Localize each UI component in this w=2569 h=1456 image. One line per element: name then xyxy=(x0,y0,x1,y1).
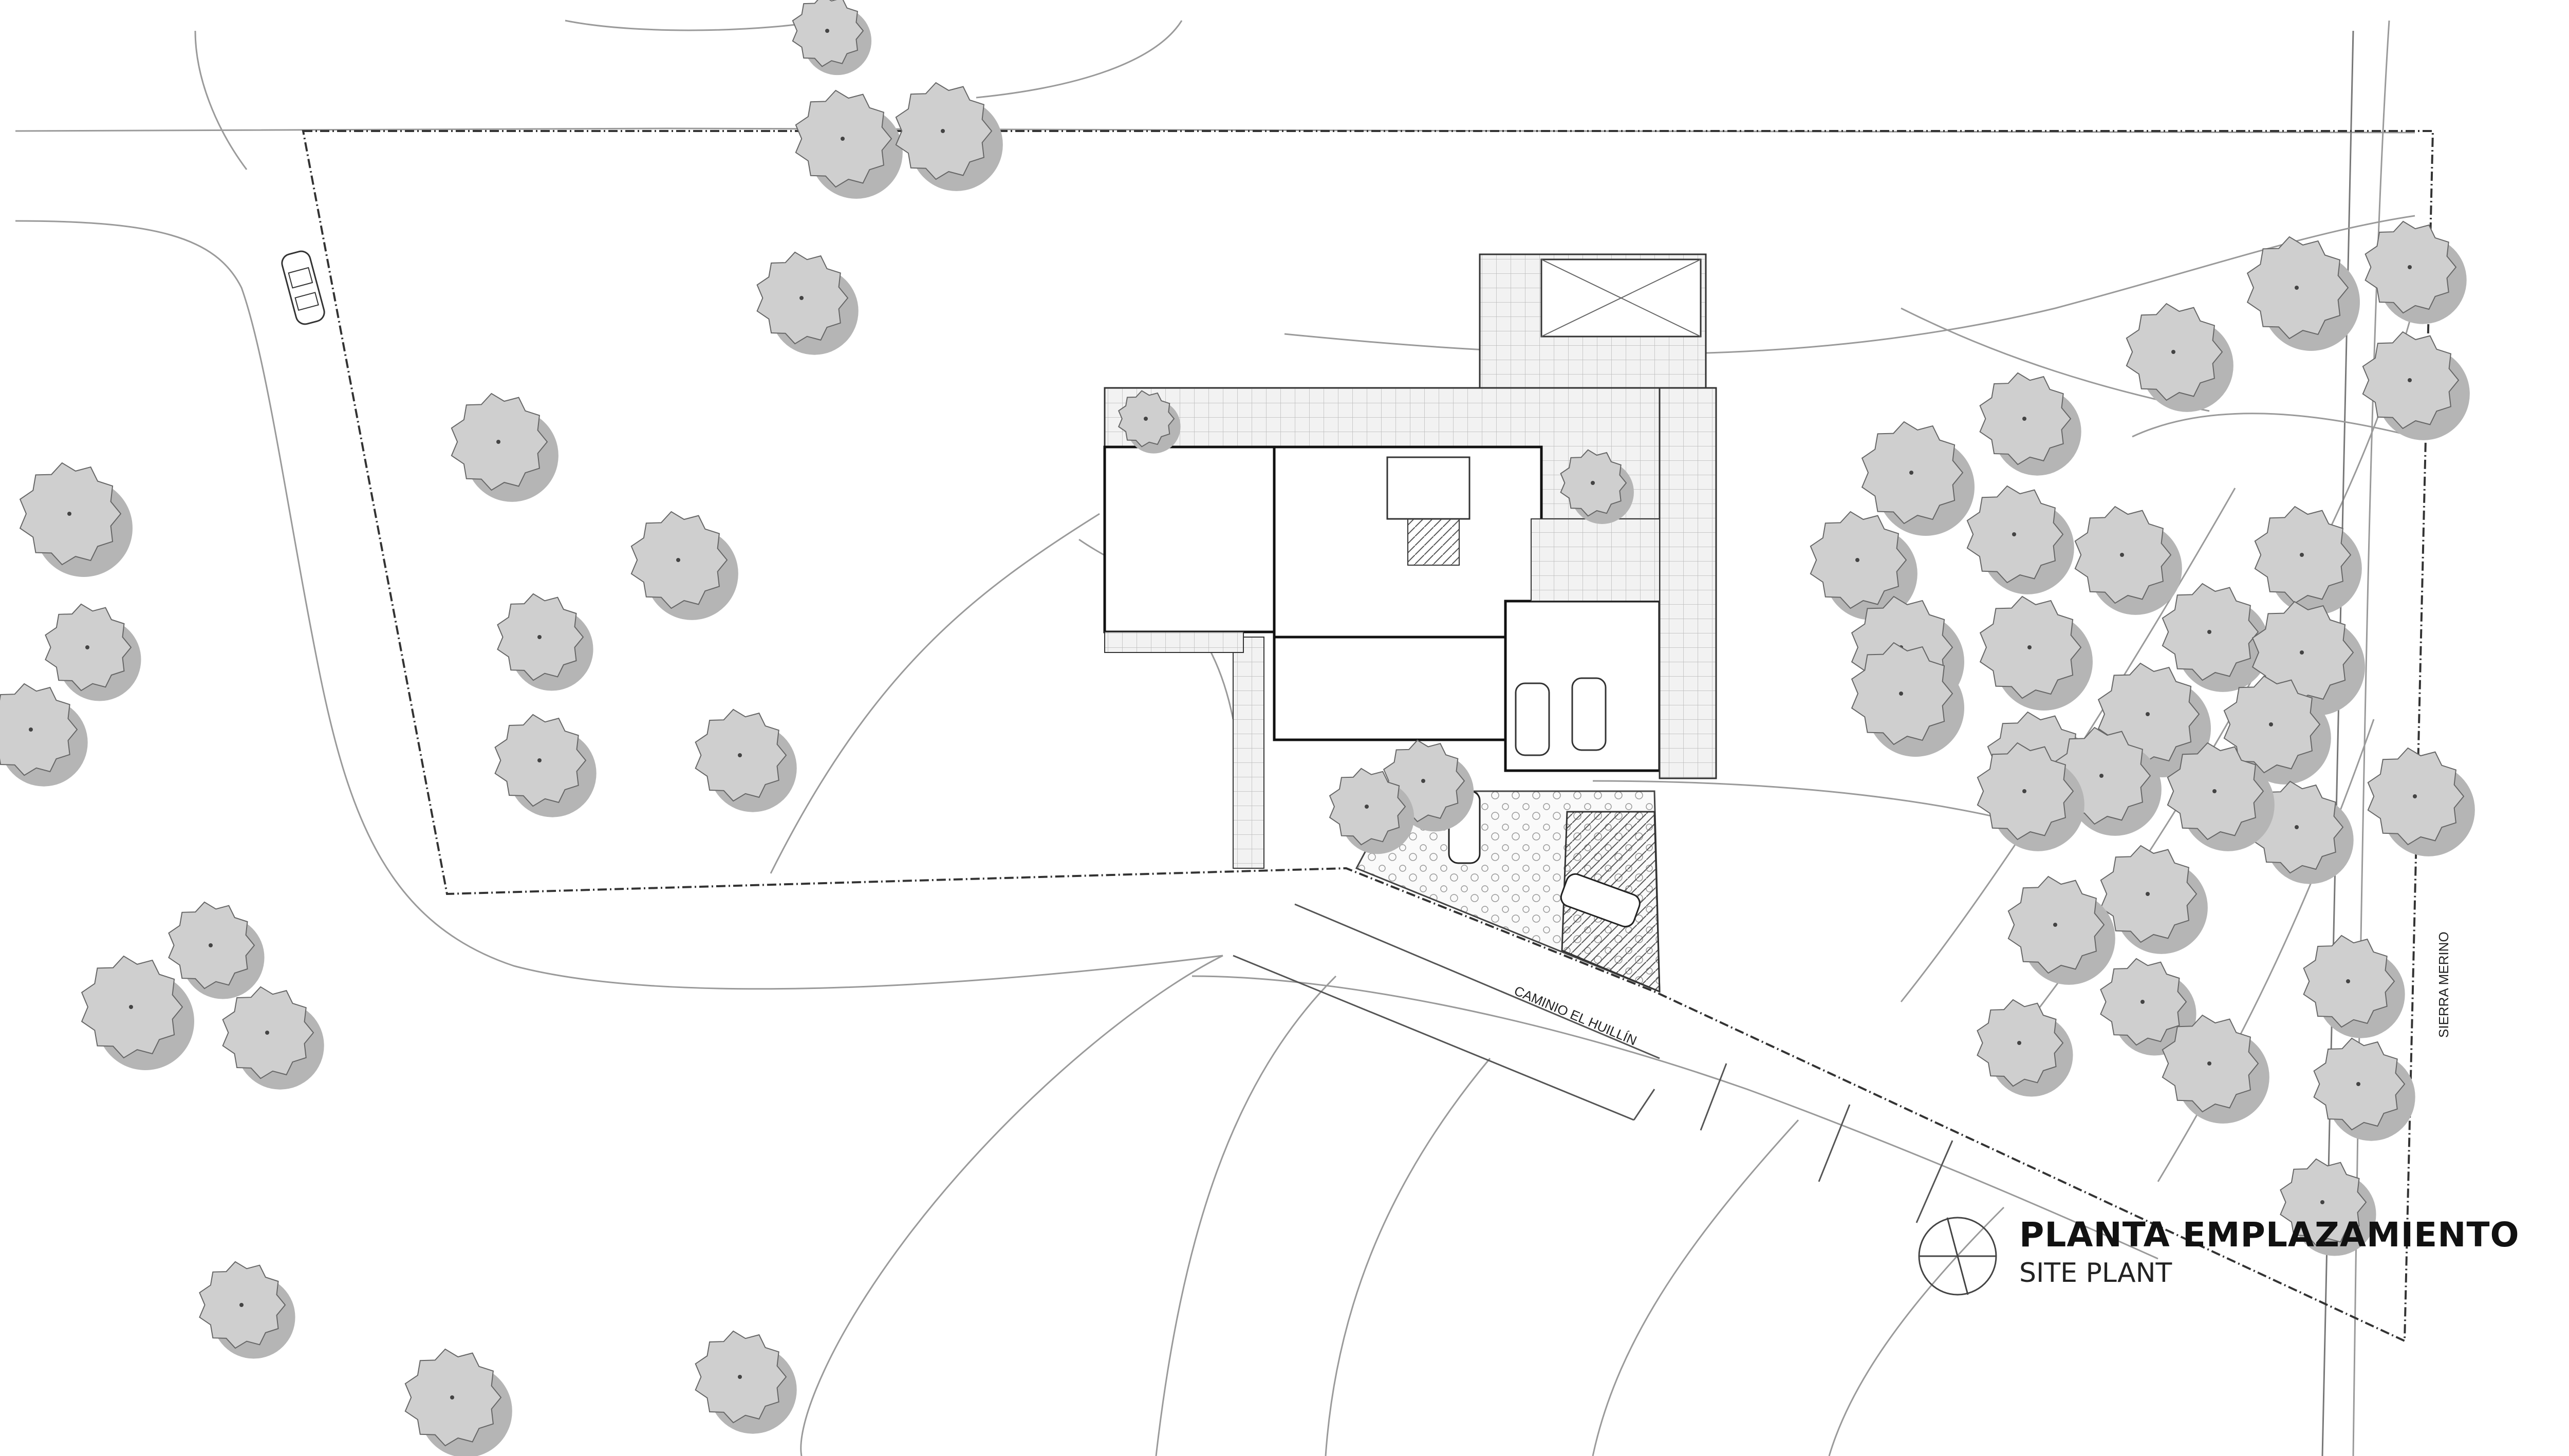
tree-icon xyxy=(1979,595,2093,711)
tree-icon xyxy=(2126,303,2233,412)
title-block: PLANTA EMPLAZAMIENTO SITE PLANT xyxy=(2019,1215,2520,1289)
tree-icon xyxy=(1118,390,1181,454)
tree-icon xyxy=(2365,220,2467,324)
north-arrow-icon xyxy=(1918,1217,1997,1296)
tree-icon xyxy=(756,251,859,355)
tree-icon xyxy=(695,1330,797,1434)
tree-icon xyxy=(895,82,1003,191)
tree-icon xyxy=(695,708,797,812)
property-boundary xyxy=(302,130,2434,1343)
tree-icon xyxy=(404,1348,512,1456)
tree-icon xyxy=(497,593,593,691)
car-icon xyxy=(281,250,325,325)
tree-icon xyxy=(630,511,738,620)
tree-icon xyxy=(494,714,597,817)
tree-icon xyxy=(1977,742,2084,851)
tree-icon xyxy=(168,901,265,999)
tree-icon xyxy=(2280,1158,2376,1256)
tree-icon xyxy=(1977,999,2073,1097)
tree-icon xyxy=(45,603,141,701)
tree-icon xyxy=(1861,421,1975,536)
drawing-subtitle: SITE PLANT xyxy=(2019,1258,2172,1289)
tree-icon xyxy=(795,89,903,199)
trees-group xyxy=(0,0,2475,1456)
tree-icon xyxy=(2313,1037,2415,1141)
tree-icon xyxy=(451,393,559,502)
tree-icon xyxy=(1329,768,1414,854)
road-label-camino: CAMINIO EL HUILLÍN xyxy=(1512,983,1640,1049)
road-label-sierra: SIERRA MERINO xyxy=(2436,931,2451,1038)
tree-icon xyxy=(2254,506,2362,615)
tree-icon xyxy=(199,1261,295,1359)
tree-icon xyxy=(1966,485,2074,594)
tree-icon xyxy=(2007,875,2115,985)
tree-icon xyxy=(792,0,872,76)
tree-icon xyxy=(2074,506,2182,615)
tree-icon xyxy=(2162,583,2269,692)
house-building xyxy=(1103,253,1717,993)
tree-icon xyxy=(1560,449,1634,524)
drawing-title: PLANTA EMPLAZAMIENTO xyxy=(2019,1215,2520,1255)
tree-icon xyxy=(2251,780,2354,884)
tree-icon xyxy=(2367,747,2475,856)
tree-icon xyxy=(2223,675,2331,785)
tree-icon xyxy=(1851,642,1964,757)
tree-icon xyxy=(81,955,194,1070)
tree-icon xyxy=(2362,331,2470,440)
tree-icon xyxy=(2162,1014,2269,1124)
tree-icon xyxy=(2246,236,2360,351)
tree-icon xyxy=(2167,742,2275,851)
tree-icon xyxy=(2100,845,2208,954)
tree-icon xyxy=(19,462,133,577)
tree-icon xyxy=(1979,372,2081,476)
tree-icon xyxy=(0,683,88,787)
tree-icon xyxy=(222,986,324,1090)
tree-icon xyxy=(2100,958,2196,1056)
tree-icon xyxy=(2303,935,2405,1038)
camino-road xyxy=(1233,903,1953,1223)
